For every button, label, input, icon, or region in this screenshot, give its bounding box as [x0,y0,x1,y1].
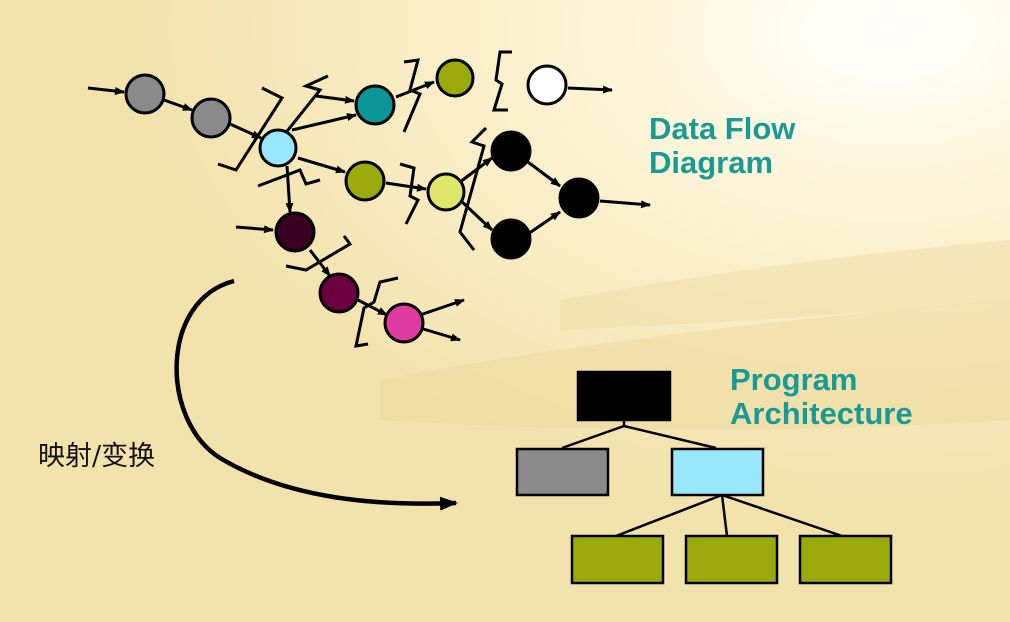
process-bubble-olive [344,160,386,202]
tree-connector [720,494,729,537]
data-store-bracket [402,58,422,133]
module-box-olive [798,534,893,585]
flow-arrow [527,160,561,188]
data-store-bracket [399,162,421,225]
process-bubble-black [490,218,532,260]
process-bubble-teal [354,84,396,126]
flow-arrow [419,326,461,342]
module-box-root [576,370,672,422]
data-store-bracket [285,235,353,272]
tree-connectors [561,420,843,538]
process-bubble-yellow-green [426,172,466,212]
flow-arrow [458,198,494,232]
process-bubbles [124,58,600,344]
title-line: Architecture [730,396,913,431]
flow-arrow [291,113,357,132]
title-line: Data Flow [649,111,796,146]
flow-arrow [163,98,193,112]
mapping-arrow [174,278,458,511]
module-box-olive [684,534,779,585]
data-store-brackets [217,50,512,348]
flow-arrow [87,86,125,95]
flow-arrow [385,181,427,192]
process-bubble-gray [124,73,166,115]
module-box-olive [570,534,665,585]
data-store-bracket [270,74,329,151]
tree-connector [561,424,625,450]
data-store-bracket [458,126,488,251]
tree-connector [615,493,723,538]
flow-arrow [235,225,274,234]
process-bubble-dark-maroon [274,211,316,253]
flow-arrow [599,199,651,209]
process-bubble-black [558,177,600,219]
process-bubble-black [490,130,532,172]
module-box-gray [515,447,610,497]
flow-arrows [87,80,651,342]
data-flow-diagram [87,50,651,348]
process-bubble-light-blue [258,128,298,168]
flow-arrow [419,298,465,317]
data-store-bracket [217,86,285,172]
tree-connector [721,493,843,538]
data-store-bracket [257,168,321,188]
data-store-bracket [354,276,399,348]
module-boxes [515,370,893,585]
mapping-label: 映射/变换 [38,441,156,472]
process-bubble-white [526,64,568,106]
process-bubble-magenta [383,302,425,344]
process-bubble-olive [435,58,475,98]
tree-connector [623,424,717,450]
title-line: Program [730,362,858,397]
process-bubble-maroon [318,272,360,314]
flow-arrow [527,210,561,236]
flow-arrow [395,80,435,99]
flow-arrow [297,156,346,174]
flow-arrow [357,298,388,317]
title-line: Diagram [649,145,774,180]
flow-arrow [229,122,262,140]
module-box-light-blue [670,447,765,497]
data-store-bracket [491,50,512,112]
flow-arrow [567,85,613,94]
program-architecture [515,370,893,585]
process-bubble-gray [190,97,232,139]
flow-arrow [315,94,355,104]
